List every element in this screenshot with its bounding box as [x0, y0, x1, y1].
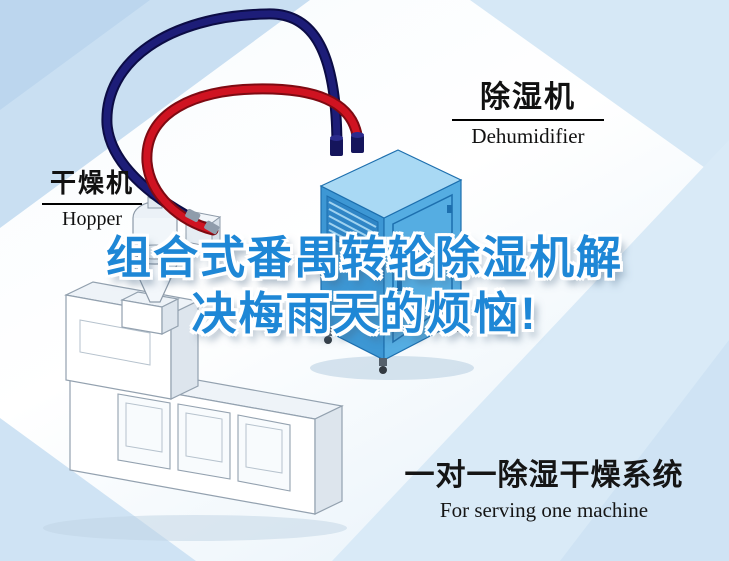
casters: [324, 316, 462, 374]
pipe-fitting: [330, 138, 343, 156]
hopper-callout-en: Hopper: [62, 208, 122, 230]
headline-line1: 组合式番禺转轮除湿机解: [105, 232, 623, 283]
hopper-callout: 干燥机 Hopper: [42, 163, 142, 231]
callout-divider: [42, 203, 142, 205]
hose-clamp: [185, 208, 201, 222]
pipe-navy: [103, 10, 341, 223]
background-band: [332, 140, 729, 561]
door-handle: [397, 278, 402, 291]
dehumidifier-callout: 除湿机 Dehumidifier: [452, 72, 604, 149]
caption-en: For serving one machine: [439, 498, 649, 522]
throat-side: [161, 298, 179, 335]
background-band: [0, 0, 310, 228]
machine-shadow: [310, 356, 474, 380]
background-band: [470, 0, 729, 185]
pipe-red: [143, 85, 362, 234]
molding-machine-illustration: [43, 281, 347, 541]
pipe-fitting-top: [330, 135, 343, 141]
callout-divider: [452, 119, 604, 121]
headline: 组合式番禺转轮除湿机解 决梅雨天的烦恼!: [0, 230, 729, 342]
dehumidifier-top-face: [319, 149, 463, 219]
bed-panel: [177, 403, 231, 480]
caption: 一对一除湿干燥系统 For serving one machine: [388, 450, 700, 523]
bed-side: [314, 405, 343, 515]
pipe-fitting-top: [351, 132, 364, 138]
bed-panel-inset: [185, 412, 223, 463]
dehumidifier-illustration: [310, 149, 474, 380]
pipe-fitting: [351, 135, 364, 153]
background-band: [0, 0, 150, 110]
machine-shadow: [43, 515, 347, 541]
headline-line2: 决梅雨天的烦恼!: [191, 288, 538, 339]
hopper-callout-cn: 干燥机: [49, 168, 134, 198]
bed-panel-inset: [245, 423, 283, 474]
head-detail: [79, 319, 151, 366]
background-band: [560, 340, 729, 561]
dehumidifier-callout-en: Dehumidifier: [471, 124, 585, 148]
loader-base: [132, 244, 178, 260]
door-outline: [392, 193, 453, 344]
hose-group: [101, 8, 364, 236]
dehumidifier-callout-cn: 除湿机: [480, 81, 576, 114]
caption-cn: 一对一除湿干燥系统: [404, 459, 684, 492]
bed-panel: [117, 393, 171, 470]
door-hinge: [447, 250, 452, 258]
bed-panel-inset: [125, 402, 163, 453]
door-hinge: [447, 205, 452, 213]
hose-clamp: [204, 220, 220, 235]
vent-louvers: [328, 201, 377, 256]
